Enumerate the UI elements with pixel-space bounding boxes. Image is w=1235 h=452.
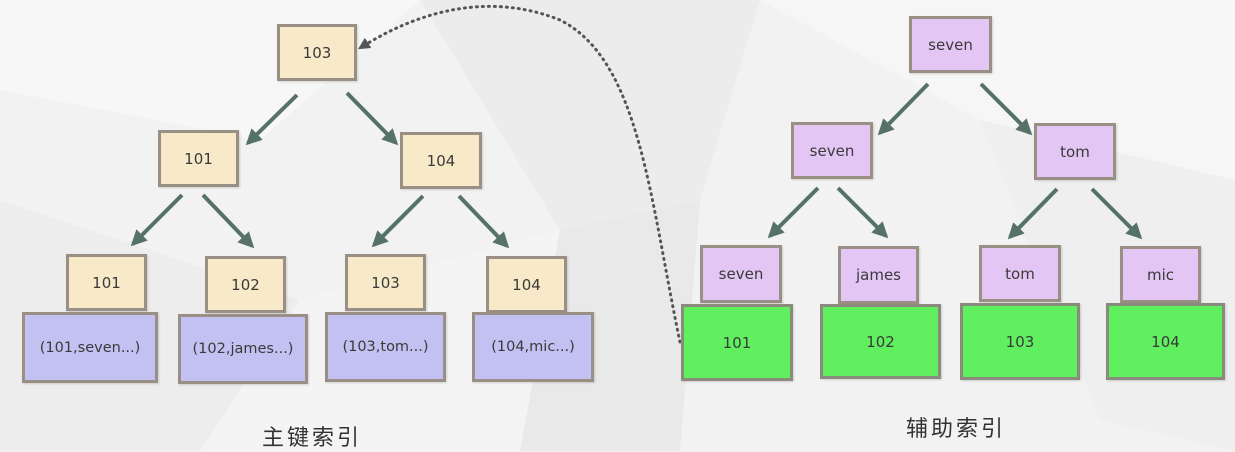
pk-row-box-2: (102,james...) (178, 314, 308, 384)
sk-leaf-value-1: 101 (681, 304, 793, 381)
arrow-sk-seven-left (767, 186, 820, 239)
lookup-dotted-arrow (357, 4, 682, 344)
sk-leaf-value-4: 104 (1106, 303, 1225, 380)
arrow-sk-root-left (877, 82, 930, 136)
sk-leaf-value-2: 102 (820, 304, 941, 379)
sk-leaf-value-3: 103 (960, 303, 1080, 380)
sk-leaf-node-3: tom (979, 245, 1061, 302)
arrow-sk-tom-right (1090, 187, 1143, 240)
pk-leaf-node-4: 104 (486, 256, 567, 313)
arrow-pk-101-left (130, 193, 184, 247)
pk-row-box-4: (104,mic...) (472, 312, 594, 382)
arrow-sk-root-right (979, 82, 1033, 136)
secondary-index-caption: 辅助索引 (906, 417, 1007, 442)
arrow-pk-104-right (457, 194, 510, 249)
sk-leaf-node-1: seven (700, 245, 782, 303)
arrow-sk-tom-left (1007, 187, 1059, 240)
arrow-pk-root-left (245, 93, 299, 146)
arrow-sk-seven-right (836, 186, 889, 239)
sk-leaf-node-4: mic (1120, 246, 1201, 303)
sk-root-node: seven (909, 16, 992, 73)
sk-leaf-node-2: james (838, 246, 919, 304)
primary-index-caption: 主键索引 (262, 426, 363, 451)
pk-leaf-node-2: 102 (205, 256, 286, 313)
pk-level2-node-1: 101 (158, 130, 239, 187)
arrow-pk-root-right (345, 91, 399, 146)
pk-root-node: 103 (277, 24, 357, 81)
pk-leaf-node-3: 103 (345, 254, 426, 311)
pk-row-box-3: (103,tom...) (325, 312, 446, 382)
pk-level2-node-2: 104 (400, 132, 482, 189)
arrow-pk-101-right (201, 193, 255, 249)
sk-level2-node-2: tom (1034, 123, 1116, 180)
sk-level2-node-1: seven (791, 122, 873, 179)
arrow-pk-104-left (371, 194, 425, 248)
pk-leaf-node-1: 101 (66, 254, 147, 311)
pk-row-box-1: (101,seven...) (22, 312, 158, 383)
